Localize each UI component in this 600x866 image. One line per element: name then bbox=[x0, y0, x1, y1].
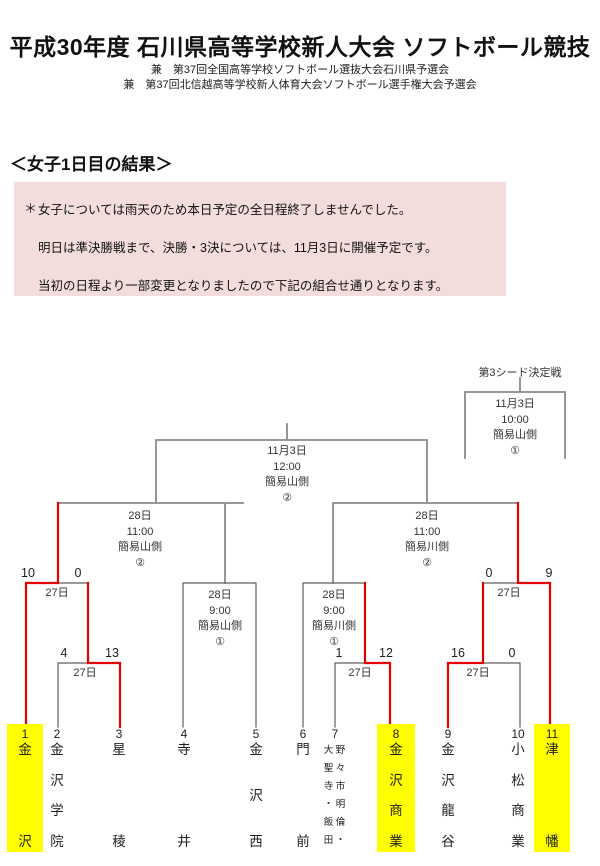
team-9-number: 9 bbox=[444, 727, 452, 741]
team-6-number: 6 bbox=[299, 727, 307, 741]
team-7-name: 大聖寺・飯田 野々市明倫・ bbox=[323, 742, 346, 846]
final-court: ② bbox=[282, 491, 292, 504]
notice-bullet: ＊ bbox=[24, 201, 38, 216]
team-4-number: 4 bbox=[180, 727, 188, 741]
semifinal-right-venue: 簡易川側 bbox=[405, 541, 449, 553]
team-1-number: 1 bbox=[21, 727, 29, 741]
date-m1: 27日 bbox=[45, 587, 69, 599]
team-3-number: 3 bbox=[115, 727, 123, 741]
team-8-number: 8 bbox=[392, 727, 400, 741]
highlight-team-8 bbox=[377, 724, 415, 852]
subtitle-line-2: 兼 第37回北信越高等学校新人体育大会ソフトボール選手権大会予選会 bbox=[123, 79, 477, 91]
bracket-lines bbox=[24, 377, 566, 729]
highlight-team-1 bbox=[7, 724, 43, 852]
final-date: 11月3日 bbox=[267, 445, 307, 457]
semifinal-left-time: 11:00 bbox=[126, 525, 154, 538]
team-10-number: 10 bbox=[511, 727, 525, 741]
quarterfinal-left-date: 28日 bbox=[208, 589, 232, 601]
final-venue: 簡易山側 bbox=[265, 476, 309, 488]
team-11-number: 11 bbox=[545, 727, 559, 741]
score-m5-right: 9 bbox=[545, 566, 553, 580]
quarterfinal-right-date: 28日 bbox=[322, 589, 346, 601]
team-10-name: 小松商業 bbox=[511, 742, 525, 849]
score-m2-right: 13 bbox=[105, 646, 119, 660]
team-7-name-column-1: 大聖寺・飯田 bbox=[323, 745, 334, 846]
third-seed-label: 第3シード決定戦 bbox=[478, 367, 562, 379]
semifinal-left-court: ② bbox=[135, 556, 145, 569]
score-m1-left: 10 bbox=[21, 566, 35, 580]
quarterfinal-left-court: ① bbox=[215, 635, 225, 648]
quarterfinal-right-time: 9:00 bbox=[323, 604, 345, 617]
third-seed-date: 11月3日 bbox=[495, 398, 535, 410]
quarterfinal-left-time: 9:00 bbox=[209, 604, 231, 617]
quarterfinal-left-info: 28日 9:00 簡易山側 ① bbox=[160, 588, 280, 650]
team-8-name: 金沢商業 bbox=[389, 742, 403, 849]
semifinal-left-date: 28日 bbox=[128, 510, 152, 522]
quarterfinal-right-court: ① bbox=[329, 635, 339, 648]
final-time: 12:00 bbox=[273, 460, 301, 473]
quarterfinal-right-info: 28日 9:00 簡易川側 ① bbox=[274, 588, 394, 650]
final-match-info: 11月3日 12:00 簡易山側 ② bbox=[227, 444, 347, 506]
date-m2: 27日 bbox=[73, 667, 97, 679]
third-seed-venue: 簡易山側 bbox=[493, 429, 537, 441]
semifinal-right-court: ② bbox=[422, 556, 432, 569]
highlight-team-11 bbox=[534, 724, 570, 852]
quarterfinal-left-venue: 簡易山側 bbox=[198, 620, 242, 632]
notice-line-2: 明日は準決勝戦まで、決勝・3決については、11月3日に開催予定です。 bbox=[38, 241, 438, 255]
team-11-name: 津幡 bbox=[545, 742, 559, 849]
notice-line-3: 当初の日程より一部変更となりましたので下記の組合せ通りとなります。 bbox=[38, 279, 449, 293]
score-m1-right: 0 bbox=[74, 566, 82, 580]
team-3-name: 星稜 bbox=[112, 742, 126, 849]
third-seed-court: ① bbox=[510, 444, 520, 457]
team-5-name: 金沢西 bbox=[249, 742, 263, 849]
notice-line-1: 女子については雨天のため本日予定の全日程終了しませんでした。 bbox=[38, 203, 412, 217]
third-seed-match-info: 11月3日 10:00 簡易山側 ① bbox=[455, 397, 575, 459]
score-m4-right: 0 bbox=[508, 646, 516, 660]
team-6-name: 門前 bbox=[296, 742, 310, 849]
page-title: 平成30年度 石川県高等学校新人大会 ソフトボール競技 bbox=[9, 34, 591, 60]
semifinal-right-time: 11:00 bbox=[413, 525, 441, 538]
score-m3-right: 12 bbox=[379, 646, 393, 660]
date-m3: 27日 bbox=[348, 667, 372, 679]
notice-box: ＊ 女子については雨天のため本日予定の全日程終了しませんでした。 明日は準決勝戦… bbox=[14, 182, 506, 296]
bracket-lines-lower bbox=[57, 582, 521, 728]
score-m3-left: 1 bbox=[335, 646, 343, 660]
team-7-name-column-2: 野々市明倫・ bbox=[335, 745, 346, 846]
semifinal-right-info: 28日 11:00 簡易川側 ② bbox=[367, 509, 487, 571]
quarterfinal-right-venue: 簡易川側 bbox=[312, 620, 356, 632]
team-9-name: 金沢龍谷 bbox=[441, 742, 455, 849]
score-m5-left: 0 bbox=[485, 566, 493, 580]
semifinal-right-date: 28日 bbox=[415, 510, 439, 522]
score-m2-left: 4 bbox=[60, 646, 68, 660]
team-4-name: 寺井 bbox=[177, 742, 191, 849]
score-m4-left: 16 bbox=[451, 646, 465, 660]
team-1-name: 金沢 bbox=[18, 742, 32, 849]
date-m4: 27日 bbox=[466, 667, 490, 679]
team-2-name: 金沢学院 bbox=[50, 742, 64, 849]
subtitle-line-1: 兼 第37回全国高等学校ソフトボール選抜大会石川県予選会 bbox=[150, 64, 450, 76]
bracket-lines-top bbox=[57, 377, 566, 584]
third-seed-time: 10:00 bbox=[501, 413, 529, 426]
semifinal-left-info: 28日 11:00 簡易山側 ② bbox=[80, 509, 200, 571]
team-7-number: 7 bbox=[331, 727, 339, 741]
tournament-bracket: 第3シード決定戦 11月3日 10:00 簡易山側 ① 11月3日 12:00 … bbox=[0, 340, 600, 866]
team-5-number: 5 bbox=[252, 727, 260, 741]
date-m5: 27日 bbox=[497, 587, 521, 599]
section-heading: ＜女子1日目の結果＞ bbox=[10, 155, 173, 174]
winner-path-lines bbox=[24, 501, 552, 729]
team-2-number: 2 bbox=[53, 727, 61, 741]
semifinal-left-venue: 簡易山側 bbox=[118, 541, 162, 553]
